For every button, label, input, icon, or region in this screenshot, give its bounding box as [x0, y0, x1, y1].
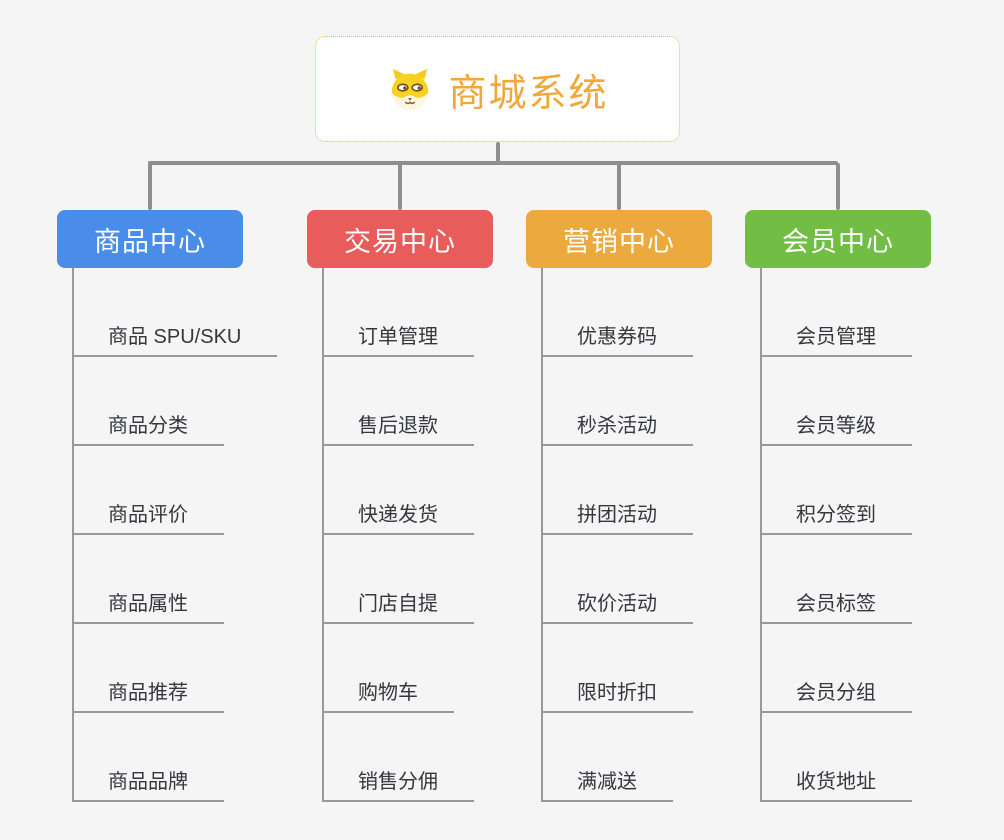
branch-members: 会员中心 会员管理 会员等级 积分签到 会员标签 会员分组 收货地址 [745, 210, 931, 802]
leaf-node[interactable]: 限时折扣 [543, 624, 693, 713]
branch-node-trade[interactable]: 交易中心 [307, 210, 493, 268]
leaf-node[interactable]: 拼团活动 [543, 446, 693, 535]
branch-trade: 交易中心 订单管理 售后退款 快递发货 门店自提 购物车 销售分佣 [307, 210, 493, 802]
leaf-node[interactable]: 快递发货 [324, 446, 474, 535]
leaf-node[interactable]: 商品分类 [74, 357, 224, 446]
connector-root-drop [496, 142, 500, 165]
connector-drop-marketing [617, 163, 621, 210]
leaf-node[interactable]: 会员等级 [762, 357, 912, 446]
leaf-node[interactable]: 购物车 [324, 624, 454, 713]
branch-members-items: 会员管理 会员等级 积分签到 会员标签 会员分组 收货地址 [760, 268, 912, 802]
leaf-node[interactable]: 满减送 [543, 713, 673, 802]
leaf-node[interactable]: 会员管理 [762, 268, 912, 357]
connector-drop-trade [398, 163, 402, 210]
leaf-node[interactable]: 商品推荐 [74, 624, 224, 713]
leaf-node[interactable]: 售后退款 [324, 357, 474, 446]
connector-drop-members [836, 163, 840, 210]
leaf-node[interactable]: 商品属性 [74, 535, 224, 624]
leaf-node[interactable]: 会员分组 [762, 624, 912, 713]
dog-face-icon [392, 68, 429, 111]
leaf-node[interactable]: 销售分佣 [324, 713, 474, 802]
leaf-node[interactable]: 积分签到 [762, 446, 912, 535]
leaf-node[interactable]: 会员标签 [762, 535, 912, 624]
root-node[interactable]: 商城系统 [315, 36, 680, 142]
leaf-node[interactable]: 优惠券码 [543, 268, 693, 357]
leaf-node[interactable]: 商品评价 [74, 446, 224, 535]
branch-node-products[interactable]: 商品中心 [57, 210, 243, 268]
leaf-node[interactable]: 订单管理 [324, 268, 474, 357]
connector-drop-products [148, 163, 152, 210]
connector-bus [148, 161, 838, 165]
leaf-node[interactable]: 门店自提 [324, 535, 474, 624]
leaf-node[interactable]: 砍价活动 [543, 535, 693, 624]
leaf-node[interactable]: 商品 SPU/SKU [74, 268, 278, 357]
root-title: 商城系统 [448, 72, 609, 115]
leaf-node[interactable]: 秒杀活动 [543, 357, 693, 446]
branch-node-marketing[interactable]: 营销中心 [526, 210, 712, 268]
branch-trade-items: 订单管理 售后退款 快递发货 门店自提 购物车 销售分佣 [322, 268, 474, 802]
branch-marketing: 营销中心 优惠券码 秒杀活动 拼团活动 砍价活动 限时折扣 满减送 [526, 210, 712, 802]
branch-products: 商品中心 商品 SPU/SKU 商品分类 商品评价 商品属性 商品推荐 商品品牌 [57, 210, 278, 802]
leaf-node[interactable]: 收货地址 [762, 713, 912, 802]
branch-node-members[interactable]: 会员中心 [745, 210, 931, 268]
branch-products-items: 商品 SPU/SKU 商品分类 商品评价 商品属性 商品推荐 商品品牌 [72, 268, 278, 802]
branch-marketing-items: 优惠券码 秒杀活动 拼团活动 砍价活动 限时折扣 满减送 [541, 268, 693, 802]
leaf-node[interactable]: 商品品牌 [74, 713, 224, 802]
